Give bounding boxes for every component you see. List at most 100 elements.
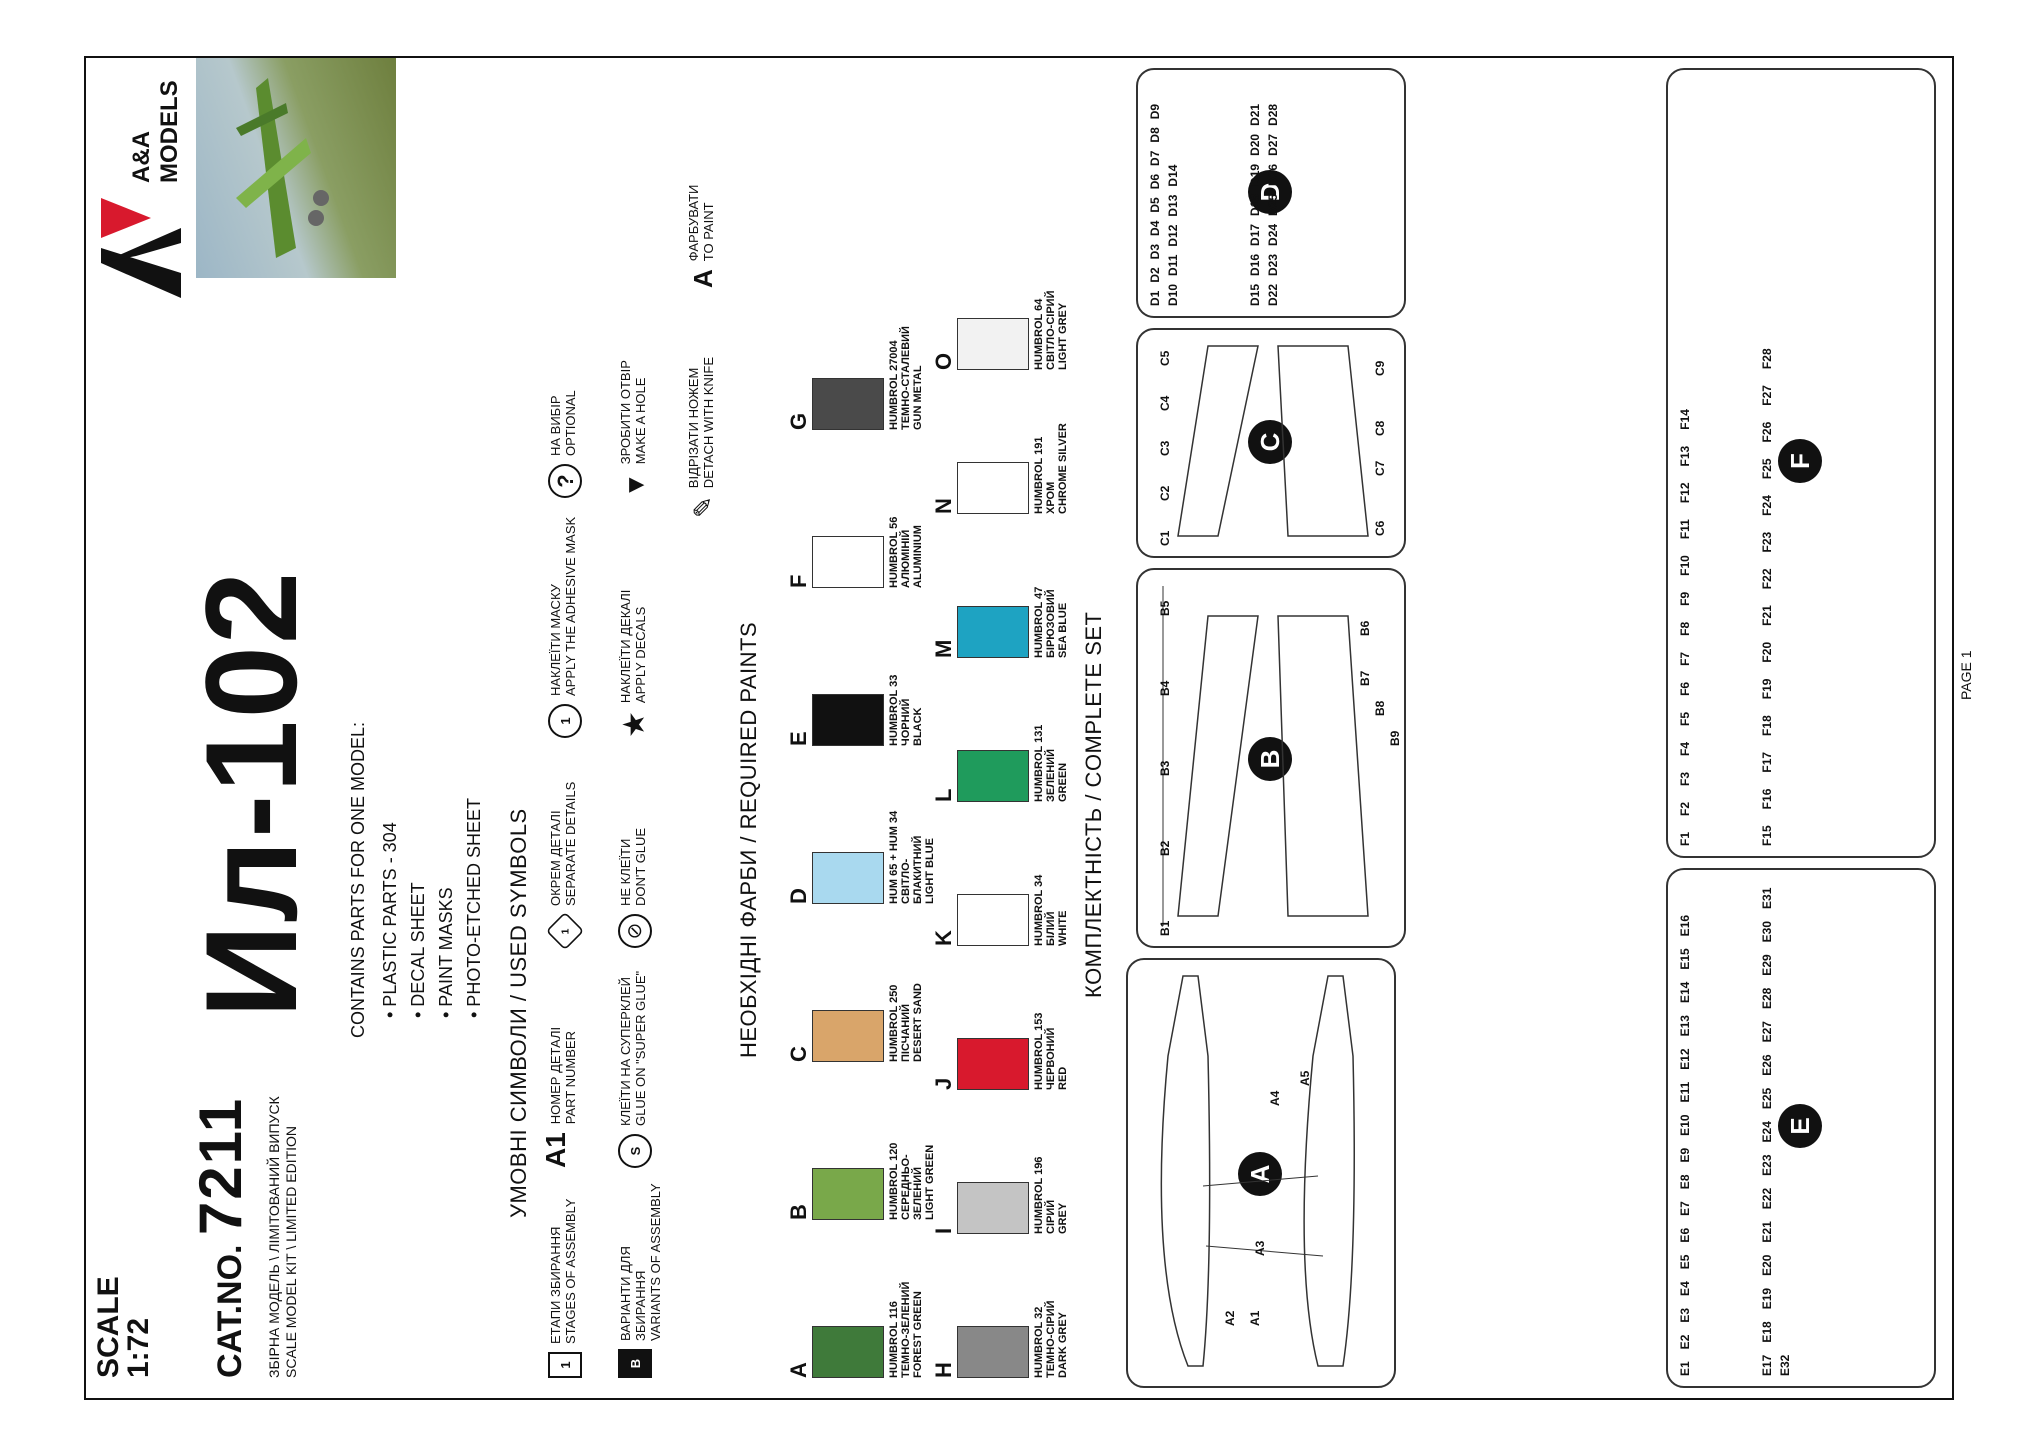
catalog-number: CAT.NO. 7211 (186, 1097, 255, 1378)
part-label: F6 (1678, 681, 1692, 696)
part-label: C4 (1158, 395, 1172, 411)
part-label: F24 (1760, 495, 1774, 516)
aircraft-illustration (236, 78, 329, 258)
instruction-sheet-frame: SCALE 1:72 CAT.NO. 7211 ЗБІРНА МОДЕЛЬ \ … (84, 56, 1954, 1400)
part-label: F15 (1760, 825, 1774, 846)
sprue-b: B B1 B2 B3 B4 B5 B6 B7 B8 B9 (1136, 568, 1406, 948)
brand-name: A&A MODELS (128, 80, 183, 183)
part-label: F20 (1760, 641, 1774, 663)
part-label: E10 (1678, 1114, 1692, 1136)
part-label: E6 (1678, 1227, 1692, 1243)
part-label: F21 (1760, 605, 1774, 626)
part-label: D17 (1248, 223, 1262, 246)
part-label: D3 (1148, 243, 1162, 260)
part-label: B8 (1373, 700, 1387, 716)
part-label: F22 (1760, 568, 1774, 590)
part-label: A2 (1223, 1310, 1237, 1326)
part-label: F13 (1678, 445, 1692, 467)
part-label: C5 (1158, 350, 1172, 366)
part-label: D28 (1266, 103, 1280, 126)
sprue-d-part-list: D1 D2 D3 D4 D5 D6 D7 D8 D9 D10 D11 D12 D… (1148, 76, 1398, 306)
part-label: D16 (1248, 253, 1262, 276)
part-label: D26 (1266, 163, 1280, 186)
part-label: F23 (1760, 531, 1774, 553)
contents-heading: CONTAINS PARTS FOR ONE MODEL: (348, 721, 368, 1038)
edition-en: SCALE MODEL KIT \ LIMITED EDITION (283, 1125, 299, 1378)
part-label: D9 (1148, 103, 1162, 120)
part-label: D27 (1266, 133, 1280, 156)
part-label: C6 (1373, 520, 1387, 536)
part-label: D2 (1148, 267, 1162, 283)
sprue-c: C C1 C2 C3 C4 C5 C6 C7 C8 C9 (1136, 328, 1406, 558)
part-label: E8 (1678, 1174, 1692, 1190)
scale-label: SCALE (92, 1276, 125, 1378)
part-label: F7 (1678, 651, 1692, 666)
part-label: F9 (1678, 591, 1692, 606)
part-label: D7 (1148, 150, 1162, 166)
part-label: E2 (1678, 1334, 1692, 1350)
contents-item: • DECAL SHEET (408, 882, 428, 1018)
part-label: E3 (1678, 1307, 1692, 1323)
contents-item: • PAINT MASKS (436, 887, 456, 1018)
part-label: F12 (1678, 482, 1692, 504)
rotated-sheet: SCALE 1:72 CAT.NO. 7211 ЗБІРНА МОДЕЛЬ \ … (86, 58, 1952, 1398)
part-label: E22 (1760, 1187, 1774, 1210)
part-label: C8 (1373, 420, 1387, 436)
part-label: D8 (1148, 127, 1162, 143)
page-number: PAGE 1 (1958, 650, 1974, 700)
sprue-b-parts (1162, 586, 1369, 926)
part-label: B9 (1388, 730, 1402, 746)
part-label: B4 (1158, 680, 1172, 696)
sprue-e-part-list: E1 E2 E3 E4 E5 E6 E7 E8 E9 E10 E11 E12 E… (1678, 876, 1928, 1376)
part-label: B7 (1358, 670, 1372, 686)
cat-number: 7211 (187, 1096, 254, 1236)
part-label: F14 (1678, 409, 1692, 430)
sprue-e: E E1 E2 E3 E4 E5 E6 E7 E8 E9 E10 E11 E12… (1666, 868, 1936, 1388)
sprue-a: A A1 A2 A3 A4 A5 (1126, 958, 1396, 1388)
part-label: E13 (1678, 1015, 1692, 1037)
part-label: F10 (1678, 555, 1692, 576)
part-label: E12 (1678, 1048, 1692, 1070)
part-label: F27 (1760, 385, 1774, 406)
complete-set-heading: КОМПЛЕКТНІСТЬ / COMPLETE SET (1081, 611, 1106, 998)
part-label: F2 (1678, 801, 1692, 816)
part-label: B6 (1358, 620, 1372, 636)
part-label: D23 (1266, 253, 1280, 276)
part-label: F3 (1678, 771, 1692, 786)
part-label: F11 (1678, 519, 1692, 540)
paints-heading: НЕОБХІДНІ ФАРБИ / REQUIRED PAINTS (736, 621, 761, 1058)
edition-text: ЗБІРНА МОДЕЛЬ \ ЛІМІТОВАНИЙ ВИПУСК SCALE… (266, 1096, 300, 1378)
part-label: F25 (1760, 458, 1774, 480)
part-label: D11 (1166, 254, 1180, 276)
part-label: E19 (1760, 1287, 1774, 1310)
part-label: A1 (1248, 1310, 1262, 1326)
part-label: F17 (1760, 751, 1774, 773)
part-label: B3 (1158, 760, 1172, 776)
part-label: B2 (1158, 840, 1172, 856)
part-label: C3 (1158, 440, 1172, 456)
part-label: E4 (1678, 1281, 1692, 1296)
part-label: E18 (1760, 1321, 1774, 1343)
sprue-f: F F1 F2 F3 F4 F5 F6 F7 F8 F9 F10 F11 F12… (1666, 68, 1936, 858)
part-label: F16 (1760, 788, 1774, 810)
part-label: B5 (1158, 600, 1172, 616)
cat-prefix: CAT.NO. (211, 1244, 249, 1378)
sprue-f-part-list: F1 F2 F3 F4 F5 F6 F7 F8 F9 F10 F11 F12 F… (1678, 76, 1928, 846)
part-label: A4 (1268, 1090, 1282, 1106)
